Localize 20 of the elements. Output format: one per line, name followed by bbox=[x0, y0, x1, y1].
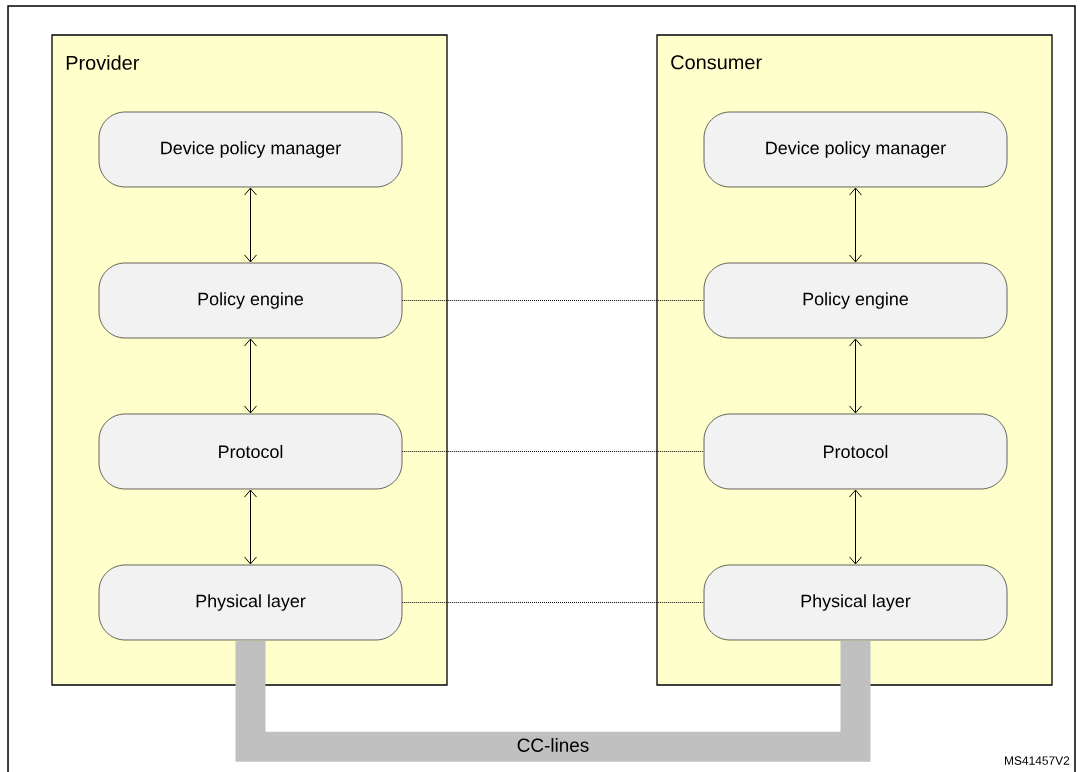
layer-box: Physical layer bbox=[98, 564, 403, 641]
double-arrow bbox=[849, 489, 862, 565]
layer-box: Device policy manager bbox=[98, 111, 403, 188]
layer-box: Protocol bbox=[703, 413, 1008, 490]
double-arrow bbox=[244, 338, 257, 414]
layer-box: Protocol bbox=[98, 413, 403, 490]
layer-box: Device policy manager bbox=[703, 111, 1008, 188]
edge-label: CC-lines bbox=[517, 738, 589, 752]
layer-box: Policy engine bbox=[703, 262, 1008, 339]
double-arrow bbox=[244, 489, 257, 565]
dotted-line bbox=[401, 300, 705, 301]
cable-band bbox=[235, 640, 871, 762]
dotted-line bbox=[401, 602, 705, 603]
dotted-line bbox=[401, 451, 705, 452]
double-arrow bbox=[244, 187, 257, 263]
double-arrow bbox=[849, 187, 862, 263]
layer-box: Policy engine bbox=[98, 262, 403, 339]
layer-box: Physical layer bbox=[703, 564, 1008, 641]
figure-code: MS41457V2 bbox=[1005, 756, 1070, 765]
double-arrow bbox=[849, 338, 862, 414]
